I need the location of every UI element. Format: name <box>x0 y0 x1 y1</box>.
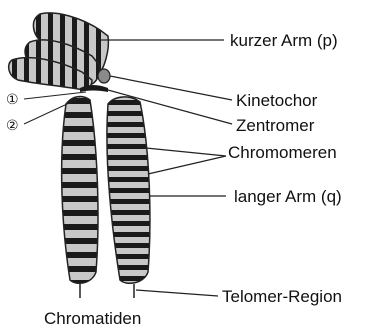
long-arm-chromatid-left <box>62 97 98 284</box>
label-kinetochore: Kinetochor <box>236 91 318 110</box>
label-chromatids: Chromatiden <box>44 309 141 328</box>
marker-two: ② <box>6 118 19 134</box>
label-chromomeres: Chromomeren <box>228 143 337 162</box>
marker-one: ① <box>6 92 19 108</box>
leader-telomere <box>136 290 218 296</box>
long-arm-chromatid-right <box>107 97 150 283</box>
label-telomere: Telomer-Region <box>222 287 342 306</box>
label-long-arm: langer Arm (q) <box>234 187 342 206</box>
leader-chromomeres-b <box>148 156 226 174</box>
label-centromere: Zentromer <box>236 116 315 135</box>
kinetochore-knob <box>98 69 110 83</box>
label-short-arm: kurzer Arm (p) <box>230 31 338 50</box>
leader-chromomeres-a <box>146 148 226 156</box>
